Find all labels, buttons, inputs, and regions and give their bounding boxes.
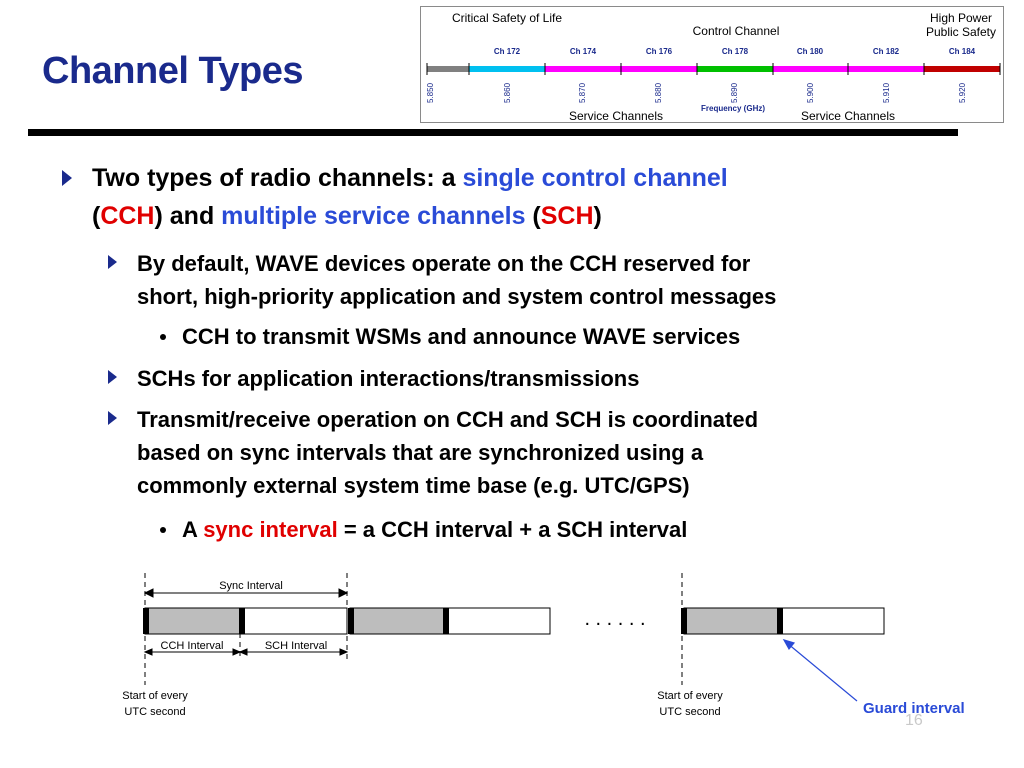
highlight-sync-interval: sync interval (203, 517, 338, 542)
start-utc-label-1-line2: UTC second (124, 706, 185, 718)
service-channels-label-right: Service Channels (800, 109, 896, 123)
channel-label-182: Ch 182 (872, 47, 900, 56)
bullet-transmit-line2: based on sync intervals that are synchro… (137, 440, 704, 465)
channel-label-176: Ch 176 (645, 47, 673, 56)
channel-label-184: Ch 184 (948, 47, 976, 56)
highlight-multiple-service-channels: multiple service channels (221, 202, 526, 230)
bullet-arrow-icon (108, 255, 117, 269)
bullet-default-wave-line2: short, high-priority application and sys… (137, 284, 777, 309)
service-channels-label-left: Service Channels (568, 109, 664, 123)
slide-title: Channel Types (42, 50, 303, 92)
freq-5880: 5.880 (654, 82, 663, 103)
channel-band-bar (426, 63, 1001, 75)
label-critical-safety: Critical Safety of Life (451, 11, 563, 25)
freq-5920: 5.920 (958, 82, 967, 103)
bullet-level1-line2: (CCH) and multiple service channels (SCH… (92, 200, 602, 233)
band-ch172 (469, 66, 545, 72)
bullet-text: A (182, 517, 204, 542)
channel-label-172: Ch 172 (493, 47, 521, 56)
page-number: 16 (905, 712, 923, 729)
highlight-sch: SCH (540, 202, 594, 230)
freq-5850: 5.850 (426, 82, 435, 103)
bullet-transmit-line3: commonly external system time base (e.g.… (137, 473, 690, 498)
bullet-default-wave-line1: By default, WAVE devices operate on the … (137, 251, 751, 276)
bullet-dot-icon (160, 527, 166, 533)
band-reserved (427, 66, 469, 72)
freq-5870: 5.870 (578, 82, 587, 103)
bullet-dot-icon (160, 334, 166, 340)
highlight-single-control-channel: single control channel (462, 164, 728, 192)
bullet-text: ) (593, 202, 602, 230)
bullet-text: ( (525, 202, 541, 230)
guard-interval-label: Guard interval (863, 700, 965, 717)
sync-interval-diagram: Sync Interval CCH Interval SCH Interval … (122, 573, 885, 718)
freq-5910: 5.910 (882, 82, 891, 103)
bullet-transmit-line1: Transmit/receive operation on CCH and SC… (137, 407, 759, 432)
frequency-axis-label: Frequency (GHz) (701, 104, 766, 113)
bullet-sync-interval: A sync interval = a CCH interval + a SCH… (182, 515, 687, 545)
bullet-arrow-icon (108, 370, 117, 384)
cch-interval-label: CCH Interval (161, 640, 224, 652)
start-utc-label-2-line1: Start of every (657, 690, 723, 702)
bullet-text: ( (92, 202, 101, 230)
label-control-channel: Control Channel (692, 24, 780, 38)
freq-5900: 5.900 (806, 82, 815, 103)
bullet-schs: SCHs for application interactions/transm… (137, 366, 640, 391)
highlight-cch: CCH (100, 202, 155, 230)
freq-5860: 5.860 (503, 82, 512, 103)
label-public-safety: High Power Public Safety (925, 11, 997, 39)
freq-5890: 5.890 (730, 82, 739, 103)
start-utc-label-1-line1: Start of every (122, 690, 188, 702)
bullet-arrow-icon (108, 411, 117, 425)
sch-interval-label: SCH Interval (265, 640, 327, 652)
bullet-arrow-icon (62, 170, 72, 186)
title-divider (28, 129, 958, 136)
bullet-text: ) and (154, 202, 222, 230)
bullet-text: = a CCH interval + a SCH interval (337, 517, 688, 542)
channel-label-178: Ch 178 (721, 47, 749, 56)
spectrum-figure: Critical Safety of Life Control Channel … (420, 6, 1004, 123)
channel-label-180: Ch 180 (796, 47, 824, 56)
band-public-safety (924, 66, 1000, 72)
band-control (697, 66, 773, 72)
sync-interval-label: Sync Interval (219, 580, 283, 592)
bullet-cch-wsm: CCH to transmit WSMs and announce WAVE s… (182, 324, 741, 349)
ellipsis: . . . . . . (584, 608, 645, 630)
start-utc-label-2-line2: UTC second (659, 706, 720, 718)
bullet-text: Two types of radio channels: a (92, 164, 463, 192)
channel-label-174: Ch 174 (569, 47, 597, 56)
bullet-level1-line1: Two types of radio channels: a single co… (92, 162, 728, 195)
